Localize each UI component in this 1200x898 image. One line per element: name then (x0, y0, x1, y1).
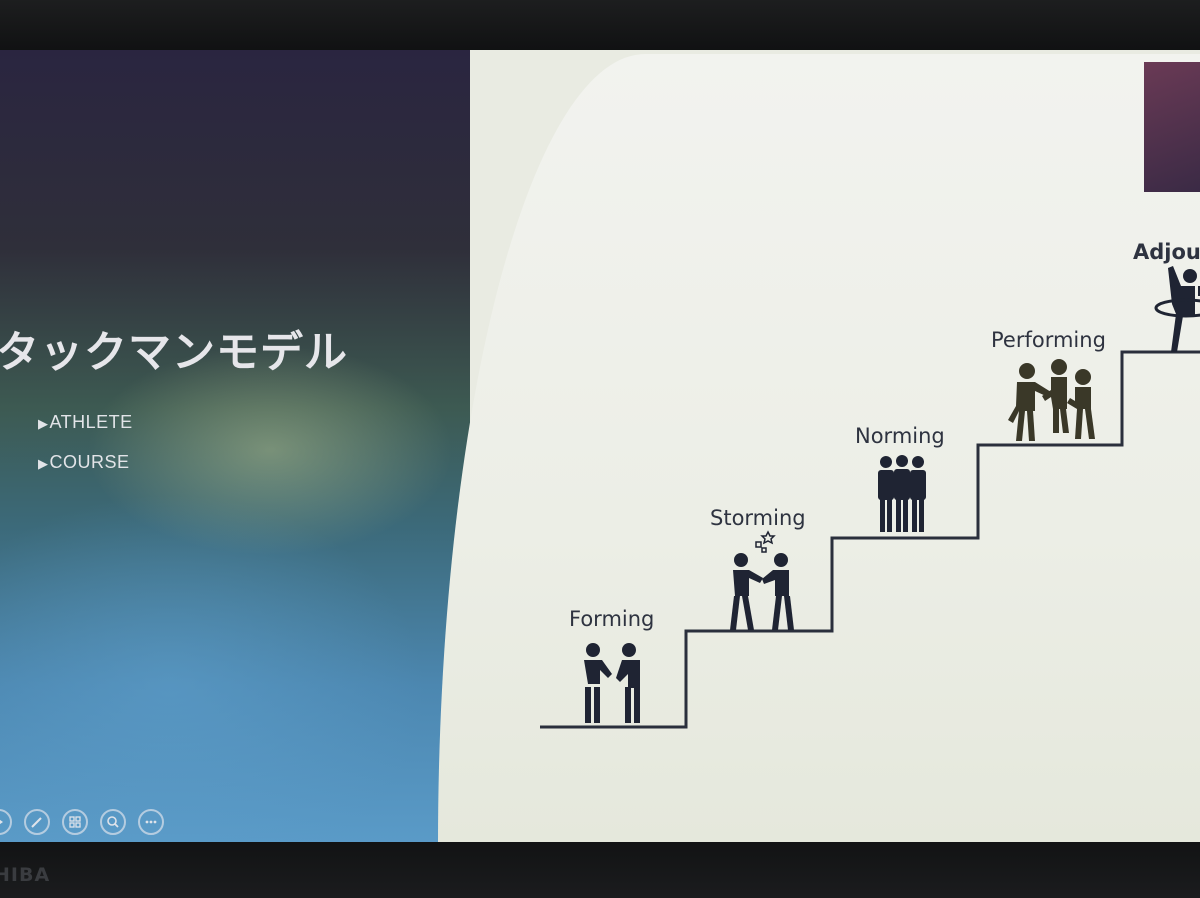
stage-label-storming: Storming (710, 506, 806, 530)
play-icon (0, 819, 3, 825)
zoom-button[interactable] (100, 809, 126, 835)
conflict-figures-icon (730, 530, 794, 630)
more-icon (145, 820, 157, 824)
teamwork-figures-icon (1008, 359, 1095, 441)
staircase-line (540, 350, 1200, 729)
slide-corner-decoration (1144, 62, 1200, 192)
pen-icon (31, 817, 42, 828)
monitor-bezel-top (0, 0, 1200, 52)
slide-title: タックマンモデル (0, 328, 348, 378)
triangle-bullet-icon: ▶ (38, 456, 49, 471)
menu-item-athlete[interactable]: ▶ATHLETE (38, 412, 133, 433)
slideshow-screen: タックマンモデル ▶ATHLETE ▶COURSE Forming Stormi… (0, 50, 1200, 845)
device-brand-logo: HIBA (0, 864, 51, 886)
handshake-figures-icon (584, 643, 640, 723)
menu-item-label: ATHLETE (49, 412, 133, 432)
slides-grid-button[interactable] (62, 809, 88, 835)
pen-button[interactable] (24, 809, 50, 835)
triangle-bullet-icon: ▶ (38, 416, 49, 431)
zoom-icon (107, 816, 119, 828)
team-standing-icon (878, 455, 926, 532)
celebrating-figure-icon (1154, 266, 1200, 352)
slide-right-panel (438, 54, 1200, 844)
stage-label-norming: Norming (855, 424, 945, 448)
stage-label-adjourning: Adjour (1133, 240, 1200, 264)
more-options-button[interactable] (138, 809, 164, 835)
menu-item-course[interactable]: ▶COURSE (38, 452, 130, 473)
stage-label-performing: Performing (991, 328, 1106, 352)
slide-left-panel (0, 50, 470, 845)
slideshow-toolbar (0, 809, 164, 845)
slides-grid-icon (69, 816, 81, 828)
stage-label-forming: Forming (569, 607, 655, 631)
play-button[interactable] (0, 809, 12, 835)
menu-item-label: COURSE (49, 452, 130, 472)
monitor-bezel-bottom (0, 842, 1200, 898)
staircase-diagram (540, 350, 1200, 729)
